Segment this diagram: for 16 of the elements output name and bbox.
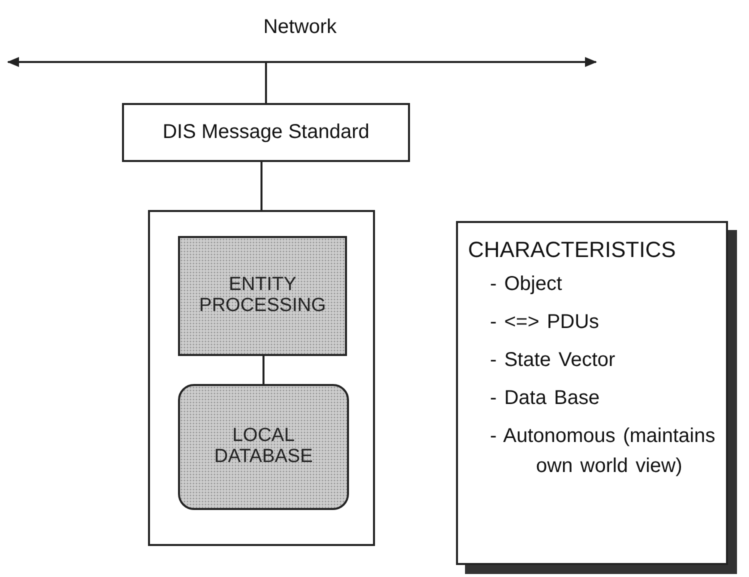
connector-line	[260, 162, 262, 210]
connector-line	[265, 63, 267, 103]
list-item: - <=> PDUs	[490, 310, 600, 335]
arrow	[450, 57, 597, 67]
network-label: Network	[263, 16, 337, 39]
standard-box: DIS Message Standard	[122, 103, 410, 162]
process-box: ENTITY PROCESSING	[178, 236, 347, 356]
list-item: - Data Base	[490, 386, 601, 411]
arrow	[7, 57, 150, 67]
list-item: - Object	[490, 272, 564, 297]
list-item: - State Vector	[490, 348, 616, 373]
heading: CHARACTERISTICS	[468, 237, 677, 263]
database-box: LOCAL DATABASE	[178, 384, 349, 510]
connector-line	[262, 356, 264, 384]
list-item: - Autonomous (maintains own world view)	[490, 424, 716, 479]
container-box	[148, 210, 375, 546]
